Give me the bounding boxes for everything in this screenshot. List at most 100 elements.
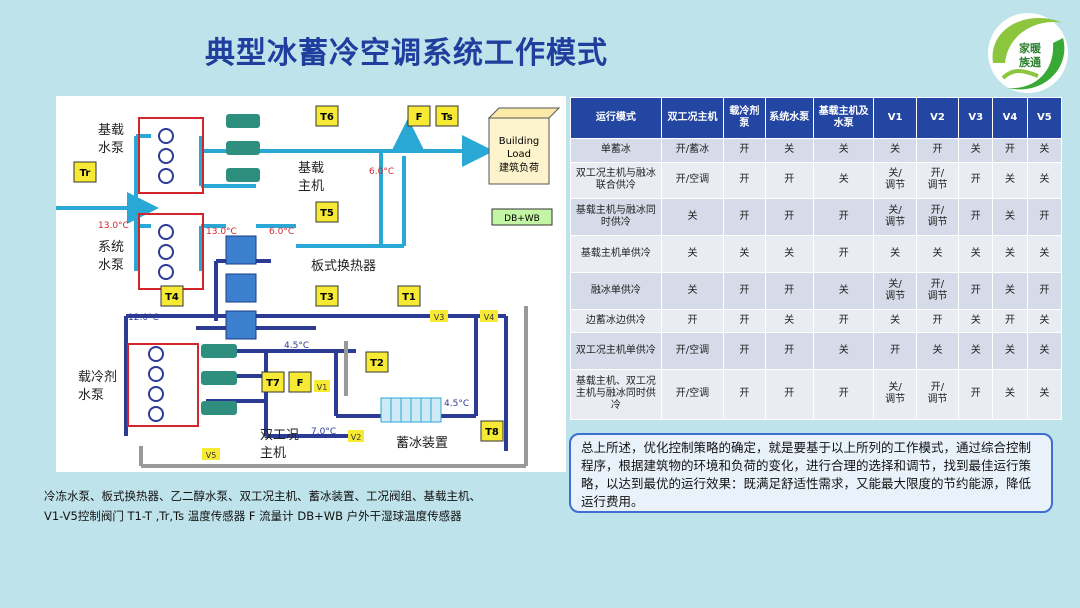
temp-13a: 13.0°C (98, 221, 129, 231)
table-cell: 关/ 调节 (873, 161, 917, 200)
table-cell: 开 (723, 368, 766, 421)
table-cell: 开 (660, 308, 725, 334)
diagram-caption: 冷冻水泵、板式换热器、乙二醇水泵、双工况主机、蓄冰装置、工况阀组、基载主机、 V… (44, 486, 564, 526)
table-header-cell: 载冷剂泵 (723, 97, 766, 139)
table-row: 融冰单供冷关开开关关/ 调节开/ 调节开关开 (570, 271, 1063, 310)
label-system-pump-2: 水泵 (98, 258, 124, 273)
table-cell: 开 (764, 161, 814, 200)
table-header-cell: 运行模式 (570, 97, 662, 139)
page-title: 典型冰蓄冷空调系统工作模式 (205, 36, 608, 71)
label-glycol-pump-2: 水泵 (78, 388, 104, 403)
table-row: 双工况主机单供冷开/空调开开关开关关关关 (570, 332, 1063, 370)
temp-45b: 4.5°C (444, 399, 469, 409)
table-cell: 开 (723, 161, 766, 200)
table-row: 双工况主机与融冰联合供冷开/空调开开关关/ 调节开/ 调节开关关 (570, 161, 1063, 200)
table-cell: 关 (915, 235, 960, 273)
summary-box: 总上所述，优化控制策略的确定，就是要基于以上所列的工作模式，通过综合控制程序，根… (569, 433, 1053, 513)
table-header-cell: V5 (1026, 97, 1063, 139)
table-cell: 开 (915, 308, 960, 334)
table-cell: 开 (992, 308, 1028, 334)
label-dbwb: DB+WB (504, 214, 540, 224)
caption-line-2: V1-V5控制阀门 T1-T ,Tr,Ts 温度传感器 F 流量计 DB+WB … (44, 509, 462, 523)
temp-6b: 6.0°C (269, 227, 294, 237)
table-cell: 开 (1026, 271, 1063, 310)
sensor-t7: T7 (266, 378, 280, 389)
table-row: 单蓄冰开/蓄冰开关关关开关开关 (570, 138, 1063, 163)
label-glycol-pump-1: 载冷剂 (78, 370, 117, 385)
table-cell: 开 (958, 198, 994, 237)
label-building-3: 建筑负荷 (499, 161, 539, 174)
valve-v1: V1 (317, 383, 328, 392)
table-cell: 关 (873, 138, 917, 163)
logo-text-2: 族通 (1019, 55, 1041, 69)
table-cell: 关/ 调节 (873, 368, 917, 421)
table-cell: 开 (812, 308, 875, 334)
label-system-pump-1: 系统 (98, 240, 124, 255)
table-cell: 关 (812, 332, 875, 370)
table-cell: 双工况主机单供冷 (570, 332, 662, 370)
table-cell: 开 (873, 332, 917, 370)
table-cell: 开 (992, 138, 1028, 163)
table-header-cell: 双工况主机 (660, 97, 725, 139)
table-header-cell: 基载主机及水泵 (812, 97, 875, 139)
table-cell: 开 (812, 368, 875, 421)
table-cell: 关 (873, 235, 917, 273)
table-cell: 边蓄冰边供冷 (570, 308, 662, 334)
valve-v5: V5 (206, 451, 217, 460)
table-cell: 关 (812, 138, 875, 163)
table-cell: 开 (764, 271, 814, 310)
sensor-t5: T5 (320, 208, 334, 219)
sensor-ts: Ts (441, 112, 452, 123)
table-cell: 基载主机单供冷 (570, 235, 662, 273)
temp-45a: 4.5°C (284, 341, 309, 351)
table-row: 基载主机、双工况主机与融冰同时供冷开/空调开开开关/ 调节开/ 调节开关关 (570, 368, 1063, 421)
table-cell: 关 (958, 308, 994, 334)
label-base-chiller-2: 主机 (298, 179, 324, 194)
table-cell: 开/蓄冰 (660, 138, 725, 163)
label-dual-chiller-1: 双工况 (260, 428, 299, 443)
table-cell: 开 (958, 271, 994, 310)
table-cell: 关/ 调节 (873, 271, 917, 310)
table-cell: 开 (764, 198, 814, 237)
table-cell: 关 (992, 235, 1028, 273)
table-cell: 关 (764, 308, 814, 334)
table-cell: 基载主机与融冰同时供冷 (570, 198, 662, 237)
table-cell: 关 (660, 271, 725, 310)
table-row: 基载主机单供冷关关关开关关关关关 (570, 235, 1063, 273)
table-header-cell: V1 (873, 97, 917, 139)
table-cell: 关/ 调节 (873, 198, 917, 237)
table-cell: 关 (1026, 161, 1063, 200)
label-plate-hx: 板式换热器 (311, 259, 376, 274)
table-cell: 关 (812, 161, 875, 200)
table-body: 单蓄冰开/蓄冰开关关关开关开关双工况主机与融冰联合供冷开/空调开开关关/ 调节开… (570, 138, 1063, 421)
table-cell: 关 (992, 332, 1028, 370)
table-cell: 关 (1026, 332, 1063, 370)
table-cell: 关 (764, 235, 814, 273)
table-cell: 关 (1026, 138, 1063, 163)
table-cell: 关 (992, 161, 1028, 200)
brand-logo: 家暖 族通 (988, 13, 1068, 93)
table-cell: 开 (764, 332, 814, 370)
table-cell: 关 (992, 368, 1028, 421)
caption-line-1: 冷冻水泵、板式换热器、乙二醇水泵、双工况主机、蓄冰装置、工况阀组、基载主机、 (44, 489, 481, 503)
table-cell: 关 (1026, 368, 1063, 421)
table-header-cell: 系统水泵 (764, 97, 814, 139)
label-base-pump-1: 基载 (98, 123, 124, 138)
table-cell: 关 (958, 235, 994, 273)
table-cell: 关 (1026, 308, 1063, 334)
valve-v4: V4 (484, 313, 495, 322)
table-cell: 关 (958, 332, 994, 370)
sensor-f2: F (297, 378, 304, 389)
temp-13b: 13.0°C (206, 227, 237, 237)
logo-text-1: 家暖 (1019, 41, 1042, 55)
table-cell: 开 (812, 235, 875, 273)
label-building-1: Building (499, 136, 540, 147)
table-cell: 基载主机、双工况主机与融冰同时供冷 (570, 368, 662, 421)
temp-7: 7.0°C (311, 427, 336, 437)
label-building-2: Load (507, 149, 531, 160)
table-cell: 开 (812, 198, 875, 237)
table-cell: 开 (723, 332, 766, 370)
table-cell: 关 (1026, 235, 1063, 273)
